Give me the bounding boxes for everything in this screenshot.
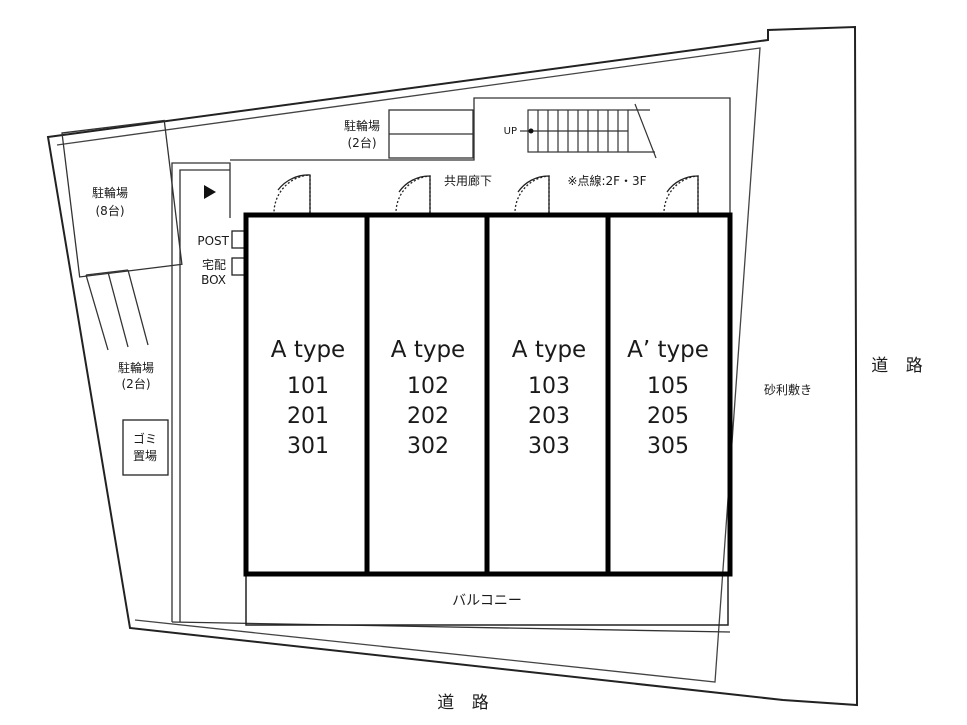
dotted-line-note: ※点線:2F・3F — [567, 173, 646, 188]
unit-3-room-2: 203 — [528, 404, 570, 429]
unit-2-room-2: 202 — [407, 404, 449, 429]
walkway-inner — [179, 169, 230, 622]
balcony-label: バルコニー — [452, 593, 522, 609]
corridor-outline — [230, 97, 731, 213]
unit-3-type: A type — [512, 337, 586, 363]
bike-parking-left-slots — [85, 269, 149, 351]
unit-3-room-1: 103 — [528, 374, 570, 399]
unit-4-room-1: 105 — [647, 374, 689, 399]
bike-parking-top-label: 駐輪場 — [344, 118, 380, 133]
unit-4-room-3: 305 — [647, 434, 689, 459]
unit-1-room-2: 201 — [287, 404, 329, 429]
gravel-label: 砂利敷き — [764, 382, 812, 397]
doors — [273, 174, 699, 214]
unit-3-room-3: 303 — [528, 434, 570, 459]
road-right-label: 道 路 — [871, 356, 928, 376]
inner-boundary — [56, 47, 761, 683]
unit-2-room-1: 102 — [407, 374, 449, 399]
entrance-arrow-icon — [204, 185, 216, 199]
site-boundary — [46, 25, 859, 707]
delivery-box-label-2: BOX — [201, 273, 226, 287]
unit-1-room-3: 301 — [287, 434, 329, 459]
garbage-label-1: ゴミ — [133, 431, 157, 446]
road-bottom-label: 道 路 — [437, 693, 494, 713]
unit-4-type: A’ type — [627, 337, 709, 363]
bike-parking-left-count: (2台) — [122, 376, 151, 391]
garbage-label-2: 置場 — [133, 449, 157, 463]
bike-parking-8-label: 駐輪場 — [92, 185, 128, 200]
post-label: POST — [197, 234, 229, 248]
walkway-bottom — [171, 621, 731, 633]
stairs-up-label: UP — [504, 126, 517, 137]
unit-4-room-2: 205 — [647, 404, 689, 429]
corridor-label: 共用廊下 — [444, 173, 492, 188]
bike-parking-left-label: 駐輪場 — [118, 360, 154, 375]
unit-1-room-1: 101 — [287, 374, 329, 399]
unit-1-type: A type — [271, 337, 345, 363]
unit-2-room-3: 302 — [407, 434, 449, 459]
delivery-box-label-1: 宅配 — [202, 257, 226, 272]
bike-parking-8 — [61, 119, 183, 278]
bike-parking-8-count: (8台) — [96, 203, 125, 218]
bike-parking-top-count: (2台) — [348, 135, 377, 150]
garbage-area — [122, 419, 169, 476]
stairs — [520, 103, 657, 159]
stairs-up-dot-icon — [528, 128, 534, 134]
unit-2-type: A type — [391, 337, 465, 363]
walkway — [171, 162, 231, 622]
